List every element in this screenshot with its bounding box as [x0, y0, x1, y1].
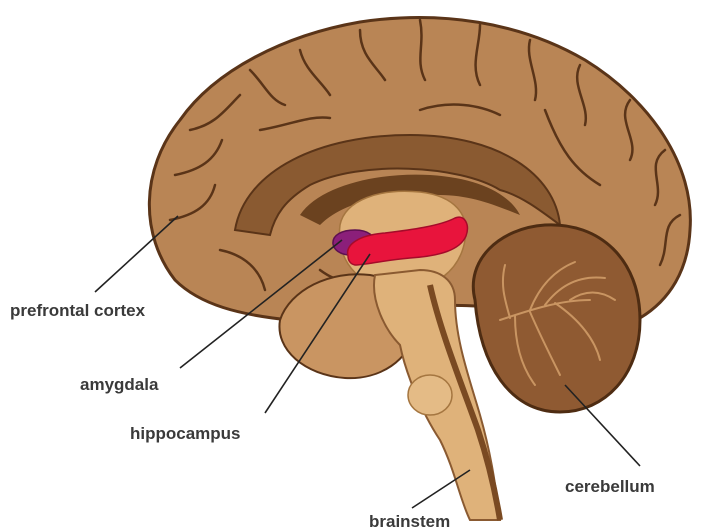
label-amygdala: amygdala [80, 375, 158, 395]
cerebellum-shape [473, 225, 640, 412]
pons [408, 375, 452, 415]
label-hippocampus: hippocampus [130, 424, 241, 444]
label-cerebellum: cerebellum [565, 477, 655, 497]
label-prefrontal-cortex: prefrontal cortex [10, 301, 145, 321]
label-brainstem: brainstem [369, 512, 450, 532]
